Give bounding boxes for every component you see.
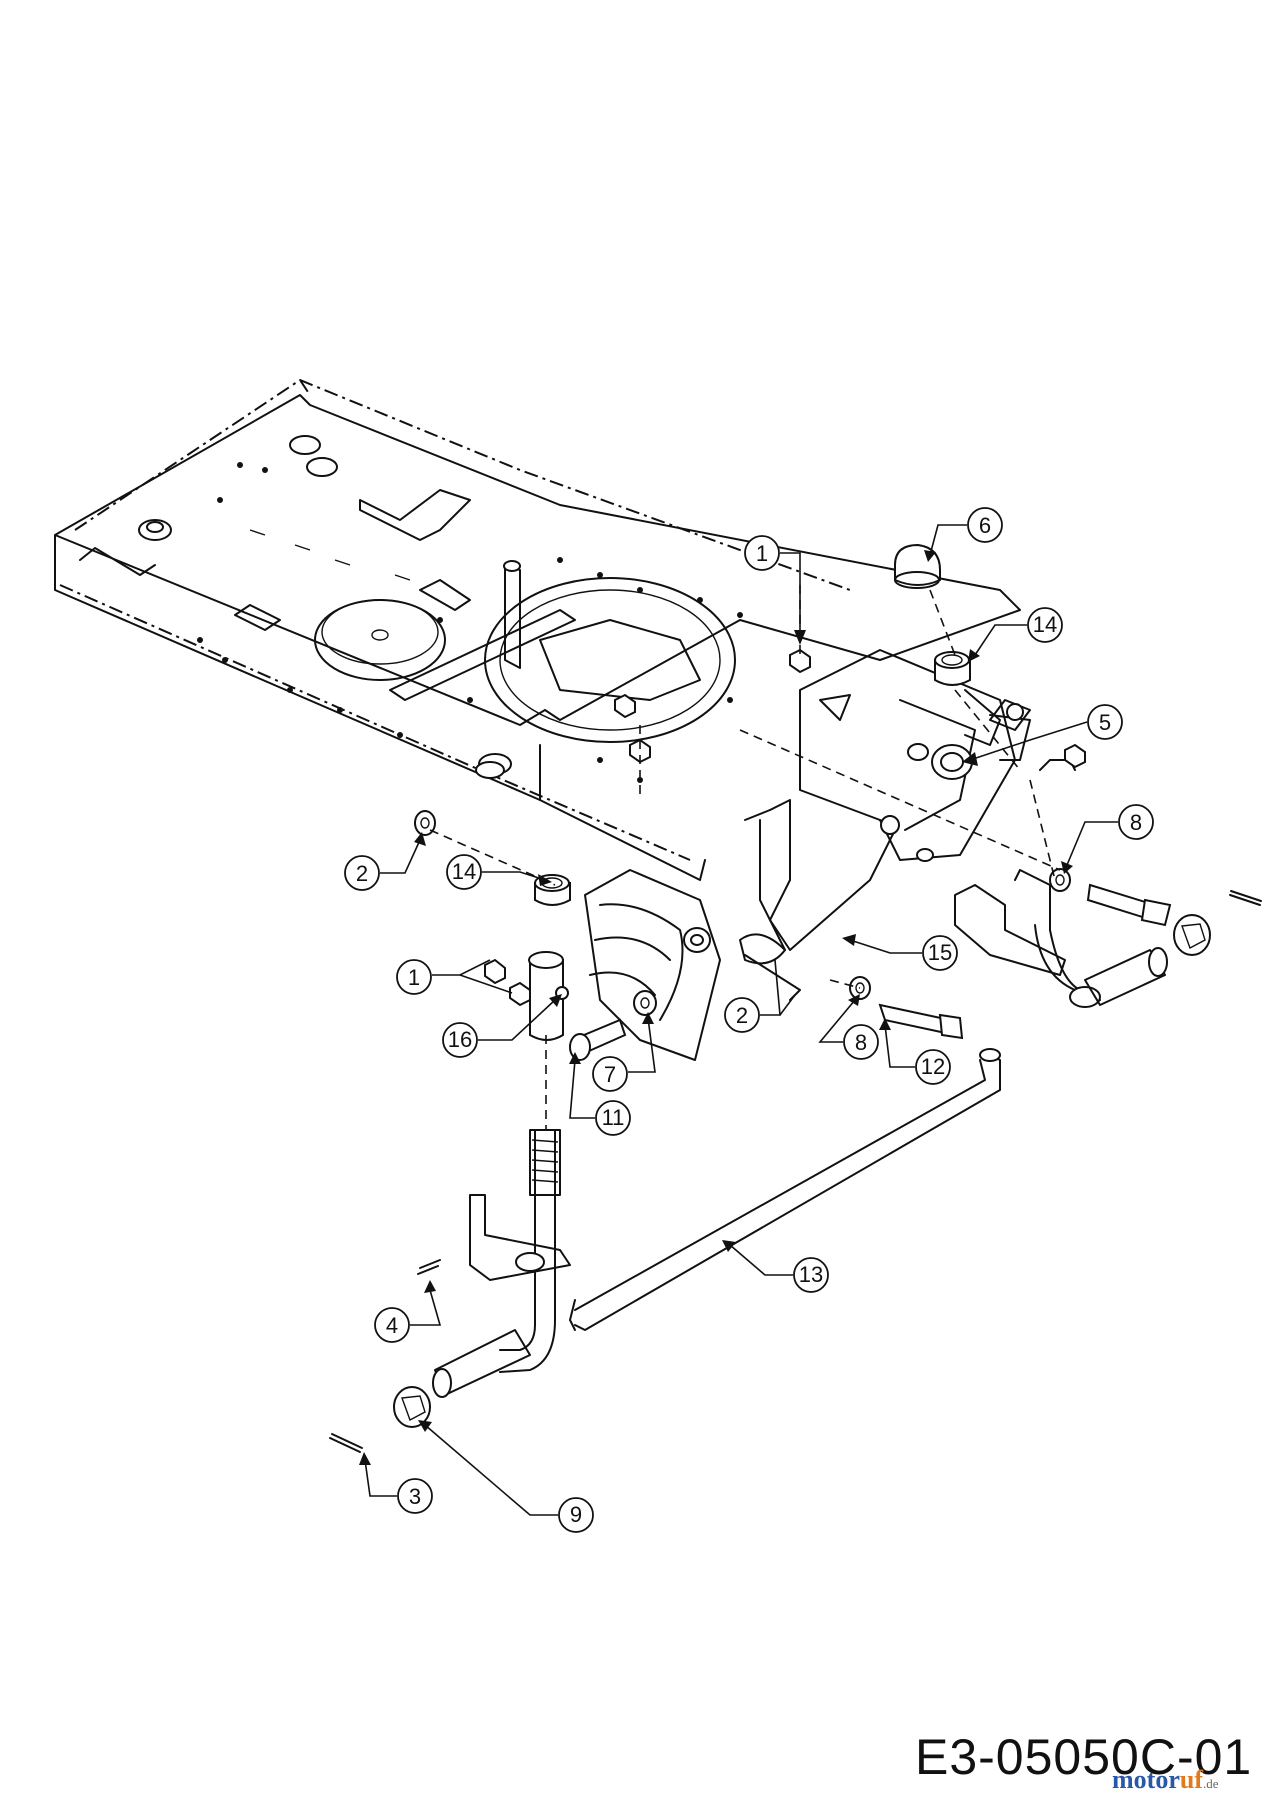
- callout-1-left: 1: [396, 959, 513, 995]
- callout-8-bottom: 8: [818, 994, 879, 1060]
- washers: [414, 810, 1071, 1016]
- svg-text:7: 7: [604, 1062, 616, 1087]
- svg-text:3: 3: [409, 1484, 421, 1509]
- svg-text:5: 5: [1099, 710, 1111, 735]
- callout-12: 12: [879, 1018, 951, 1085]
- watermark-logo: motoruf.de: [1112, 1765, 1219, 1795]
- retaining-rings: [393, 914, 1211, 1428]
- steering-lever: [744, 799, 900, 951]
- svg-text:8: 8: [1130, 810, 1142, 835]
- svg-text:11: 11: [602, 1105, 625, 1130]
- callout-4: 4: [374, 1280, 442, 1343]
- callout-16: 16: [442, 994, 562, 1058]
- watermark-brand: motoruf: [1112, 1765, 1203, 1794]
- svg-text:9: 9: [570, 1502, 582, 1527]
- callout-2-right: 2: [724, 959, 796, 1033]
- svg-text:14: 14: [1033, 612, 1057, 637]
- drawing-code: E3-05050C-01: [915, 1729, 1253, 1785]
- cap-part-6: [894, 543, 941, 589]
- tie-rod: [569, 1048, 1001, 1331]
- frame-holes: [197, 462, 743, 783]
- svg-text:6: 6: [979, 513, 991, 538]
- callout-2-left: 2: [344, 832, 426, 891]
- callout-15: 15: [842, 934, 958, 971]
- watermark-tld: .de: [1202, 1776, 1219, 1791]
- callout-11: 11: [569, 1052, 631, 1136]
- right-axle-bracket: [954, 869, 1101, 1008]
- right-spindle: [1084, 947, 1168, 1006]
- callout-13: 13: [722, 1240, 829, 1293]
- callout-9: 9: [418, 1420, 594, 1533]
- svg-text:13: 13: [799, 1262, 823, 1287]
- callout-1-top: 1: [744, 535, 806, 645]
- callout-5: 5: [962, 704, 1123, 766]
- bolts-part-1: [484, 648, 1086, 1007]
- svg-text:1: 1: [756, 541, 768, 566]
- callout-7: 7: [592, 1012, 656, 1092]
- sleeve-part-16: [528, 951, 569, 1041]
- svg-text:15: 15: [928, 940, 952, 965]
- torsion-spring: [739, 933, 801, 1001]
- callout-8-right: 8: [1061, 804, 1154, 874]
- callout-3: 3: [359, 1452, 433, 1514]
- callout-14-left: 14: [446, 854, 552, 890]
- bushing-part-14-right: [934, 651, 971, 686]
- left-spindle-bracket: [584, 869, 721, 1061]
- left-kingpin: [432, 1129, 571, 1398]
- cotter-pins: [329, 890, 1262, 1453]
- svg-text:8: 8: [855, 1030, 867, 1055]
- svg-text:14: 14: [452, 859, 476, 884]
- callout-6: 6: [924, 507, 1003, 562]
- callout-14-right: 14: [968, 607, 1063, 662]
- svg-text:12: 12: [921, 1054, 945, 1079]
- bushing-part-14-left: [534, 874, 571, 906]
- svg-text:2: 2: [356, 861, 368, 886]
- svg-text:1: 1: [408, 965, 420, 990]
- svg-text:4: 4: [386, 1313, 398, 1338]
- chassis-frame: [54, 378, 1021, 881]
- svg-text:16: 16: [448, 1027, 472, 1052]
- svg-text:2: 2: [736, 1003, 748, 1028]
